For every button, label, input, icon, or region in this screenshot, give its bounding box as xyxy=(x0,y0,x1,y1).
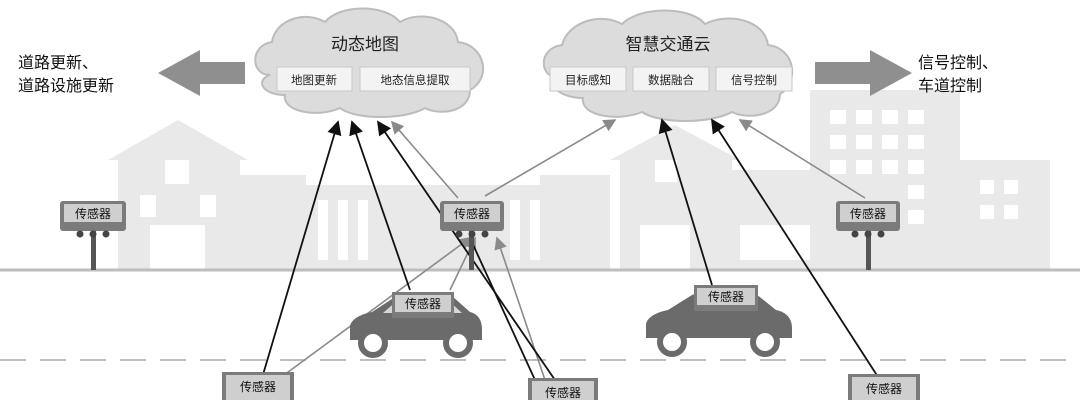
cloud-dynamic-map: 动态地图 地图更新 地态信息提取 xyxy=(254,7,485,118)
building-windows xyxy=(140,110,1018,270)
sensor-label: 传感器 xyxy=(405,296,441,311)
chip-data-fusion: 数据融合 xyxy=(648,73,694,87)
cloud-left-title: 动态地图 xyxy=(331,35,399,55)
arrow-ground-sensor-to-roadsensor xyxy=(279,237,472,379)
arrow-bottom-right-to-cloud xyxy=(711,118,881,381)
arrow-roadsensor-to-map-light xyxy=(390,120,459,199)
sensor-label: 传感器 xyxy=(708,289,744,304)
right-big-arrow xyxy=(815,50,912,96)
chip-info-extract: 地态信息提取 xyxy=(381,73,450,87)
arrow-rightsensor-to-cloud-light xyxy=(738,119,866,199)
chip-map-update: 地图更新 xyxy=(291,73,337,87)
right-label-line2: 车道控制 xyxy=(918,76,982,95)
arrow-car2-sensor-to-cloud xyxy=(658,118,713,286)
building-block-left xyxy=(236,175,306,270)
roadside-sensor-right: 传感器 xyxy=(836,201,900,270)
cloud-smart-traffic: 智慧交通云 目标感知 数据融合 信号控制 xyxy=(542,9,794,122)
sensor-label: 传感器 xyxy=(850,206,886,221)
arrow-bottom-sensor-to-roadsensor xyxy=(494,236,546,381)
sensor-label: 传感器 xyxy=(75,206,111,221)
bottom-sensor-right: 传感器 xyxy=(848,374,920,400)
left-label-line2: 道路设施更新 xyxy=(18,76,114,95)
roadside-sensor-left: 传感器 xyxy=(60,201,126,270)
chip-target-perception: 目标感知 xyxy=(565,73,611,87)
building-block-mid-right xyxy=(540,175,610,270)
arrow-ground-sensor-to-map xyxy=(261,120,342,379)
chip-map-update-bg xyxy=(276,66,353,92)
right-label-line1: 信号控制、 xyxy=(918,53,998,72)
chip-fusion-bg xyxy=(632,66,710,92)
chip-target-bg xyxy=(549,66,627,92)
bottom-sensor-mid: 传感器 xyxy=(528,378,598,400)
building-house-right xyxy=(610,125,740,270)
chip-signal-bg xyxy=(715,66,793,92)
sensor-label: 传感器 xyxy=(454,206,490,221)
chip-info-extract-bg xyxy=(359,66,471,92)
sensor-label: 传感器 xyxy=(866,381,902,396)
car-left: 传感器 xyxy=(350,292,482,358)
data-flow-arrows xyxy=(261,118,881,381)
left-label-line1: 道路更新、 xyxy=(18,53,98,72)
bottom-sensor-left: 传感器 xyxy=(222,372,294,400)
arrow-car-sensor-to-map xyxy=(349,120,411,291)
car-right: 传感器 xyxy=(646,285,792,357)
left-big-arrow xyxy=(158,50,245,96)
chip-signal-control: 信号控制 xyxy=(731,73,777,87)
arrow-roadsensor-to-cloud-light xyxy=(484,119,617,197)
arrow-roadsensor-down xyxy=(469,237,536,381)
arrow-bottom-sensor-to-map xyxy=(376,120,556,381)
cloud-right-title: 智慧交通云 xyxy=(626,35,711,55)
roadside-sensor-mid: 传感器 xyxy=(440,201,504,270)
sensor-label: 传感器 xyxy=(240,379,276,394)
sensor-label: 传感器 xyxy=(545,385,581,400)
